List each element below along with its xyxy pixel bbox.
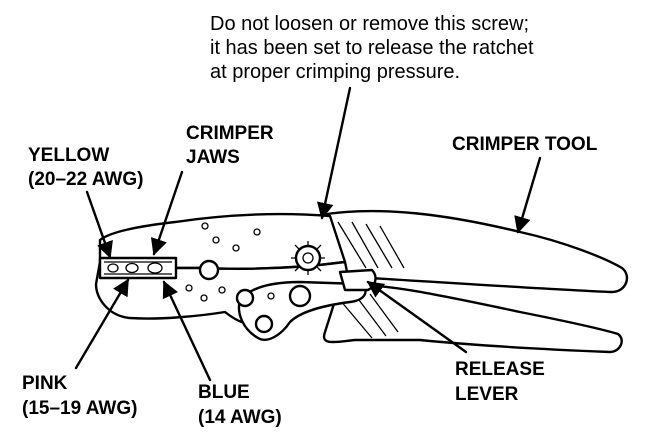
label-yellow: YELLOW (20–22 AWG) (28, 145, 143, 190)
label-blue: BLUE (14 AWG) (198, 382, 282, 428)
yellow-gauge: (20–22 AWG) (28, 169, 143, 190)
leader-lines (74, 86, 542, 382)
blue-label: BLUE (198, 382, 250, 403)
lower-pivot (254, 314, 274, 334)
upper-grip-ridges (337, 221, 405, 269)
note-leader (316, 86, 352, 220)
note-line-1: Do not loosen or remove this screw; (210, 13, 529, 35)
release-leader (366, 280, 468, 354)
crimp-die-cavities (104, 261, 172, 275)
note-line-2: it has been set to release the ratchet (210, 37, 534, 59)
upper-handle (313, 209, 629, 294)
label-crimper-jaws: CRIMPER JAWS (186, 123, 274, 168)
blue-gauge: (14 AWG) (198, 407, 282, 428)
pink-gauge: (15–19 AWG) (22, 398, 137, 419)
note-line-3: at proper crimping pressure. (210, 61, 460, 83)
yellow-label: YELLOW (28, 145, 109, 166)
label-pink: PINK (15–19 AWG) (22, 373, 137, 419)
rivets (185, 222, 275, 302)
crimper-tool-illustration (94, 209, 629, 354)
release-lever-part (338, 268, 377, 292)
crimper-jaws-line-2: JAWS (186, 147, 240, 168)
note-text: Do not loosen or remove this screw; it h… (210, 13, 534, 83)
release-lever-line-1: RELEASE (455, 359, 545, 380)
release-lever-line-2: LEVER (455, 384, 519, 405)
lower-grip-ridges (339, 293, 399, 339)
pink-label: PINK (22, 373, 68, 394)
lower-handle (322, 283, 623, 354)
tool-leader (514, 156, 542, 234)
crimper-tool-label: CRIMPER TOOL (452, 134, 598, 155)
yellow-leader (85, 190, 113, 259)
blue-leader (162, 280, 212, 382)
jaws-leader (150, 170, 184, 256)
crimper-jaws-line-1: CRIMPER (186, 123, 274, 144)
pink-leader (74, 278, 130, 370)
label-release-lever: RELEASE LEVER (455, 359, 545, 405)
adjustment-screw (291, 241, 325, 275)
main-pivot (198, 259, 220, 281)
handle-pivot (288, 284, 312, 308)
link-pivot (235, 288, 255, 308)
